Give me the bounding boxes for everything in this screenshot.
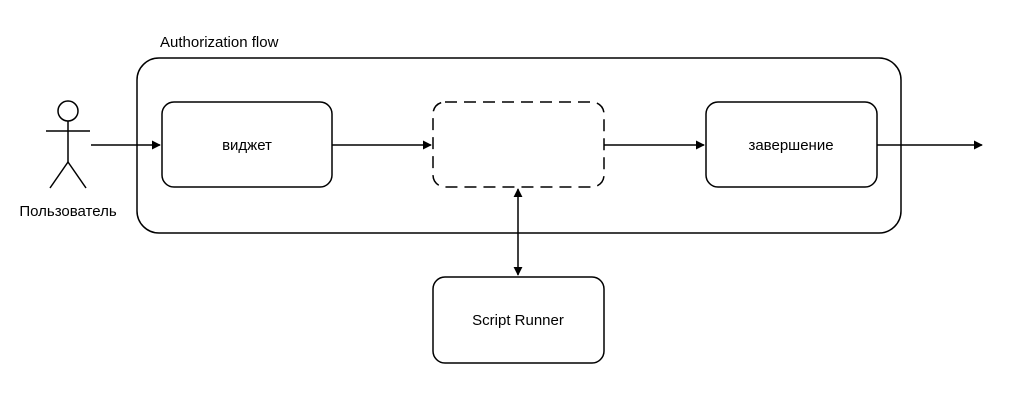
completion-node-label: завершение [748, 137, 833, 154]
script-runner-node [432, 276, 605, 364]
group-title: Authorization flow [160, 34, 279, 51]
placeholder-node [432, 101, 605, 188]
script-runner-node-label: Script Runner [472, 312, 564, 329]
user-actor-icon [46, 100, 90, 189]
widget-node-label: виджет [222, 137, 272, 154]
actor-label: Пользователь [19, 203, 117, 220]
